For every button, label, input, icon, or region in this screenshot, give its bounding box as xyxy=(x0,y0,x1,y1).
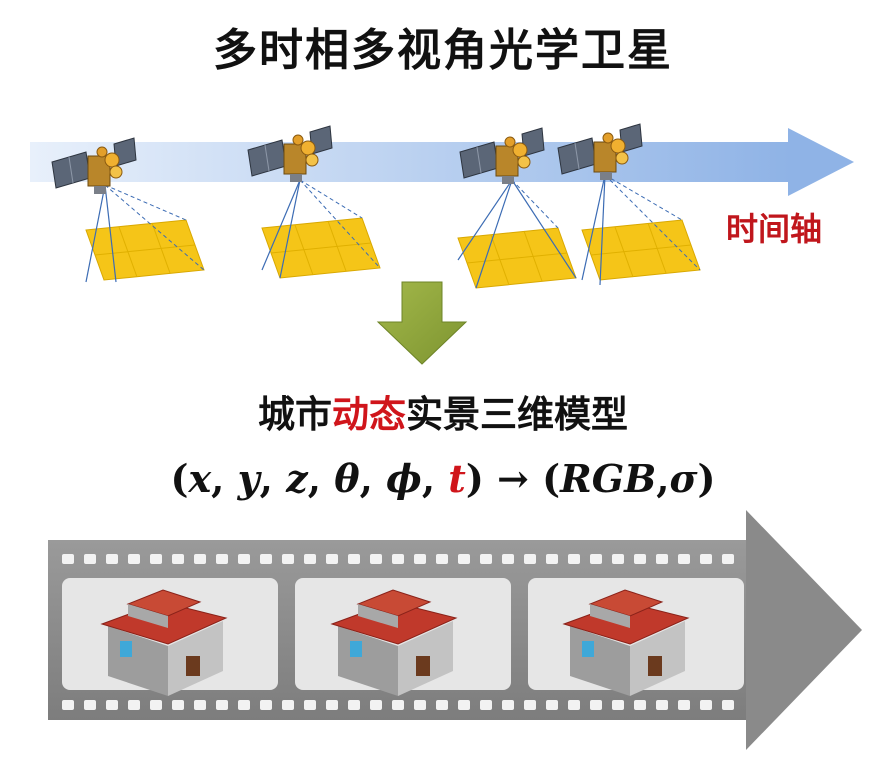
time-axis-arrow xyxy=(30,128,854,196)
page-title: 多时相多视角光学卫星 xyxy=(213,25,673,76)
film-hole xyxy=(722,700,734,710)
film-perforations-bottom xyxy=(62,700,734,710)
film-hole xyxy=(84,554,96,564)
satellite-view-1 xyxy=(51,137,205,283)
formula-out-sigma: σ xyxy=(669,456,698,501)
satellite-view-2 xyxy=(247,125,381,279)
film-hole xyxy=(656,700,668,710)
film-hole xyxy=(634,700,646,710)
formula-var-z: z xyxy=(286,456,308,501)
formula-var-y: y xyxy=(237,456,260,501)
film-hole xyxy=(106,700,118,710)
film-hole xyxy=(172,700,184,710)
film-hole xyxy=(502,700,514,710)
model-title: 城市动态实景三维模型 xyxy=(0,384,886,438)
film-hole xyxy=(194,554,206,564)
film-hole xyxy=(634,554,646,564)
film-hole xyxy=(524,554,536,564)
film-hole xyxy=(480,554,492,564)
film-hole xyxy=(612,700,624,710)
film-hole xyxy=(62,554,74,564)
film-hole xyxy=(128,700,140,710)
film-hole xyxy=(436,554,448,564)
formula-sep: , xyxy=(421,456,449,501)
film-hole xyxy=(656,554,668,564)
down-arrow-icon xyxy=(376,281,468,365)
formula-var-t: t xyxy=(448,456,466,501)
film-hole xyxy=(568,554,580,564)
film-hole xyxy=(458,700,470,710)
film-perforations-top xyxy=(62,554,734,564)
formula-var-phi: ϕ xyxy=(386,456,422,501)
film-hole xyxy=(546,554,558,564)
film-hole xyxy=(128,554,140,564)
film-hole xyxy=(524,700,536,710)
film-hole xyxy=(84,700,96,710)
formula-sep: , xyxy=(307,456,335,501)
film-hole xyxy=(678,554,690,564)
film-hole xyxy=(392,700,404,710)
film-hole xyxy=(722,554,734,564)
film-hole xyxy=(216,700,228,710)
film-hole xyxy=(590,554,602,564)
formula-var-theta: θ xyxy=(334,456,360,501)
film-hole xyxy=(590,700,602,710)
formula-sep: , xyxy=(259,456,287,501)
formula-sep: , xyxy=(359,456,387,501)
model-title-suffix: 实景三维模型 xyxy=(406,393,628,436)
film-hole xyxy=(436,700,448,710)
formula: (x, y, z, θ, ϕ, t) → (RGB,σ) xyxy=(0,456,886,501)
time-axis-label: 时间轴 xyxy=(726,210,823,248)
film-hole xyxy=(238,700,250,710)
formula-out-rgb: RGB xyxy=(560,456,657,501)
film-hole xyxy=(546,700,558,710)
film-hole xyxy=(216,554,228,564)
film-hole xyxy=(194,700,206,710)
film-hole xyxy=(282,700,294,710)
film-strip-icon xyxy=(48,510,862,750)
formula-var-x: x xyxy=(188,456,212,501)
film-hole xyxy=(370,554,382,564)
film-hole xyxy=(414,554,426,564)
formula-arrow: ) → ( xyxy=(465,456,561,501)
film-hole xyxy=(238,554,250,564)
film-hole xyxy=(348,554,360,564)
film-hole xyxy=(612,554,624,564)
film-hole xyxy=(392,554,404,564)
formula-comma: , xyxy=(656,456,670,501)
film-hole xyxy=(150,700,162,710)
formula-open-paren: ( xyxy=(170,456,189,501)
film-hole xyxy=(326,700,338,710)
film-hole xyxy=(260,554,272,564)
film-hole xyxy=(62,700,74,710)
film-hole xyxy=(282,554,294,564)
film-hole xyxy=(304,554,316,564)
film-hole xyxy=(106,554,118,564)
film-hole xyxy=(172,554,184,564)
film-hole xyxy=(348,700,360,710)
film-hole xyxy=(150,554,162,564)
film-hole xyxy=(700,700,712,710)
formula-sep: , xyxy=(211,456,238,501)
film-hole xyxy=(502,554,514,564)
film-hole xyxy=(480,700,492,710)
film-hole xyxy=(458,554,470,564)
film-hole xyxy=(700,554,712,564)
satellite-view-3 xyxy=(457,127,577,289)
film-hole xyxy=(414,700,426,710)
formula-close-paren: ) xyxy=(697,456,716,501)
model-title-highlight: 动态 xyxy=(332,393,406,436)
film-hole xyxy=(326,554,338,564)
film-hole xyxy=(370,700,382,710)
satellite-view-4 xyxy=(557,123,701,286)
model-title-prefix: 城市 xyxy=(258,393,332,436)
film-hole xyxy=(260,700,272,710)
film-hole xyxy=(304,700,316,710)
film-hole xyxy=(678,700,690,710)
film-hole xyxy=(568,700,580,710)
